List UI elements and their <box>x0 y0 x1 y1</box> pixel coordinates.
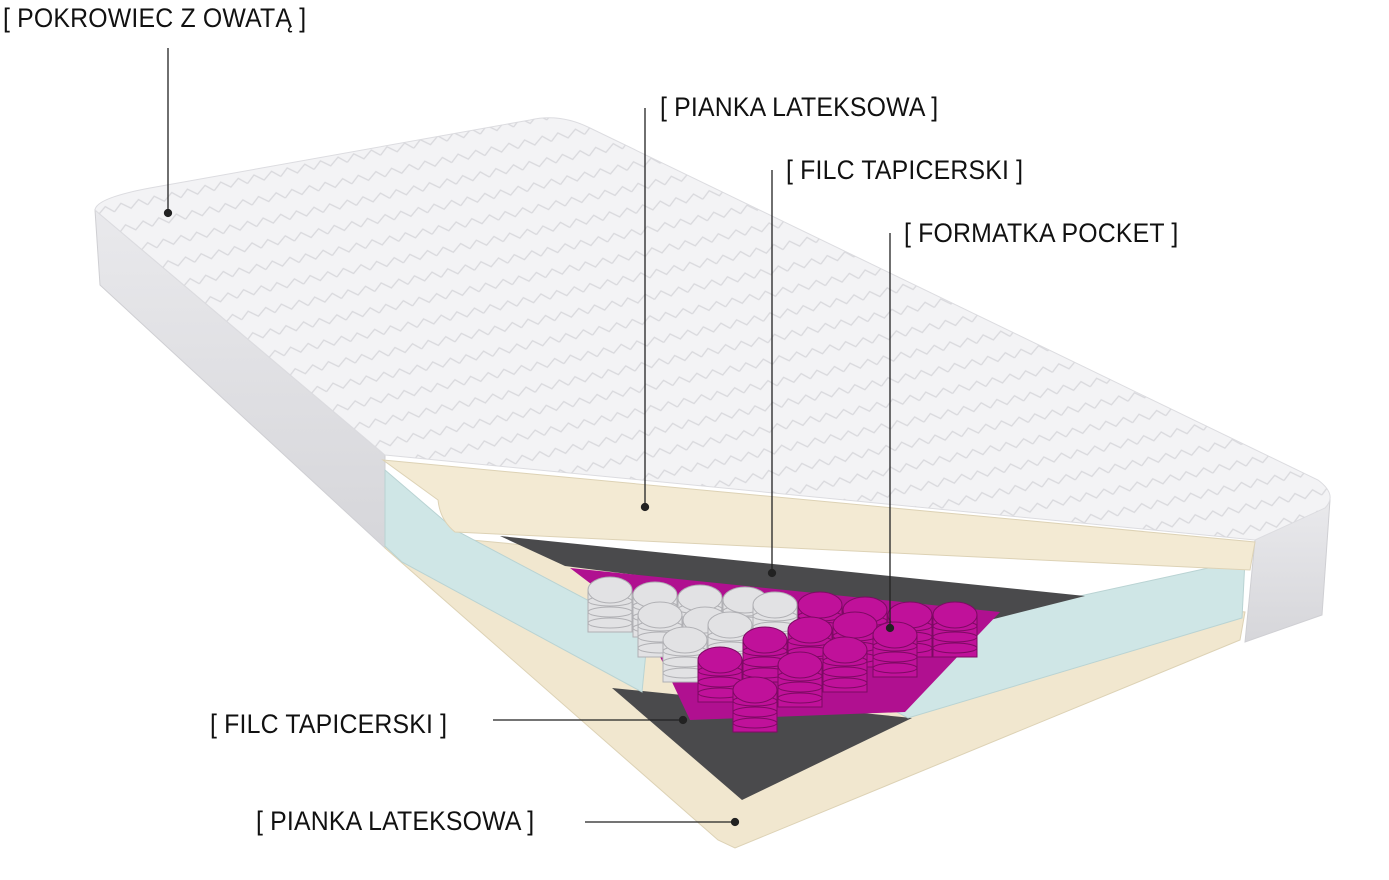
pocket-spring <box>872 621 918 678</box>
leader-lines <box>163 48 895 827</box>
pocket-spring <box>742 626 788 683</box>
pocket-spring <box>822 636 868 693</box>
pocket-spring <box>777 651 823 708</box>
pocket-spring <box>587 576 633 633</box>
felt-layer-top <box>500 536 1085 620</box>
felt-layer-bottom <box>612 688 912 800</box>
pocket-springs <box>570 568 1000 733</box>
latex-layer-top <box>381 459 1256 571</box>
label-felt-top: [ FILC TAPICERSKI ] <box>786 155 1024 185</box>
label-cover: [ POKROWIEC Z OWATĄ ] <box>3 3 307 33</box>
pocket-spring <box>932 601 978 658</box>
label-pocket: [ FORMATKA POCKET ] <box>904 218 1179 248</box>
label-latex-top: [ PIANKA LATEKSOWA ] <box>660 92 939 122</box>
label-felt-bottom: [ FILC TAPICERSKI ] <box>210 709 448 739</box>
label-latex-bottom: [ PIANKA LATEKSOWA ] <box>256 806 535 836</box>
pocket-spring <box>732 676 778 733</box>
